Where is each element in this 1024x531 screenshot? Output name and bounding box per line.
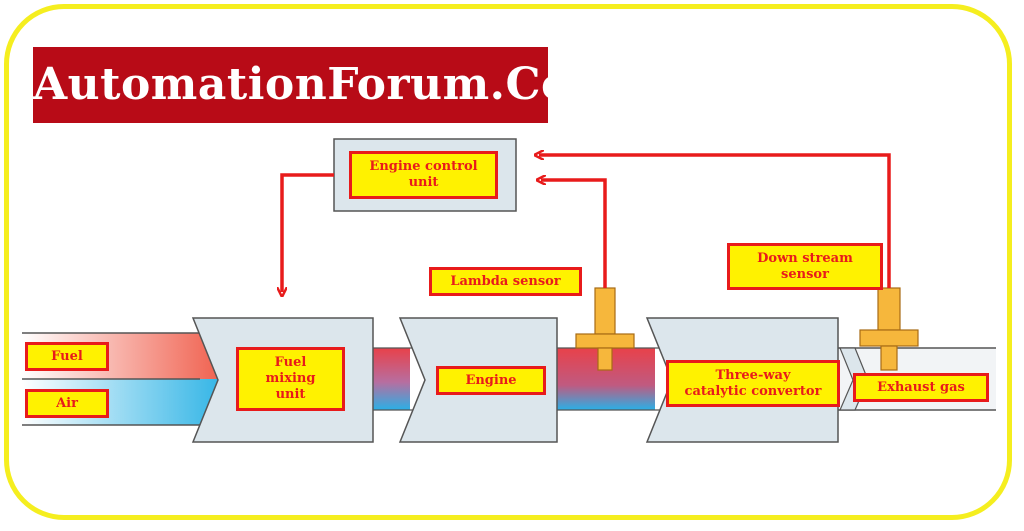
air-label: Air — [25, 389, 109, 418]
lambda-feedback-signal — [541, 180, 607, 288]
fuel-label: Fuel — [25, 342, 109, 371]
brand-banner: AutomationForum.Co — [33, 47, 570, 123]
engine-label: Engine — [436, 366, 546, 395]
downstream-feedback-signal — [539, 155, 891, 288]
lambda-sensor-label: Lambda sensor — [429, 267, 582, 296]
ecu-to-mixer-signal — [282, 173, 334, 292]
exhaust-gas-label: Exhaust gas — [853, 373, 989, 402]
downstream-sensor-icon — [859, 287, 919, 371]
ecu-label: Engine control unit — [349, 151, 498, 199]
mixture-pipe — [370, 348, 410, 410]
lambda-sensor-icon — [575, 287, 635, 371]
fuel-mixing-unit-label: Fuel mixing unit — [236, 347, 345, 411]
downstream-sensor-label: Down stream sensor — [727, 243, 883, 290]
catalytic-convertor-label: Three-way catalytic convertor — [666, 360, 840, 407]
